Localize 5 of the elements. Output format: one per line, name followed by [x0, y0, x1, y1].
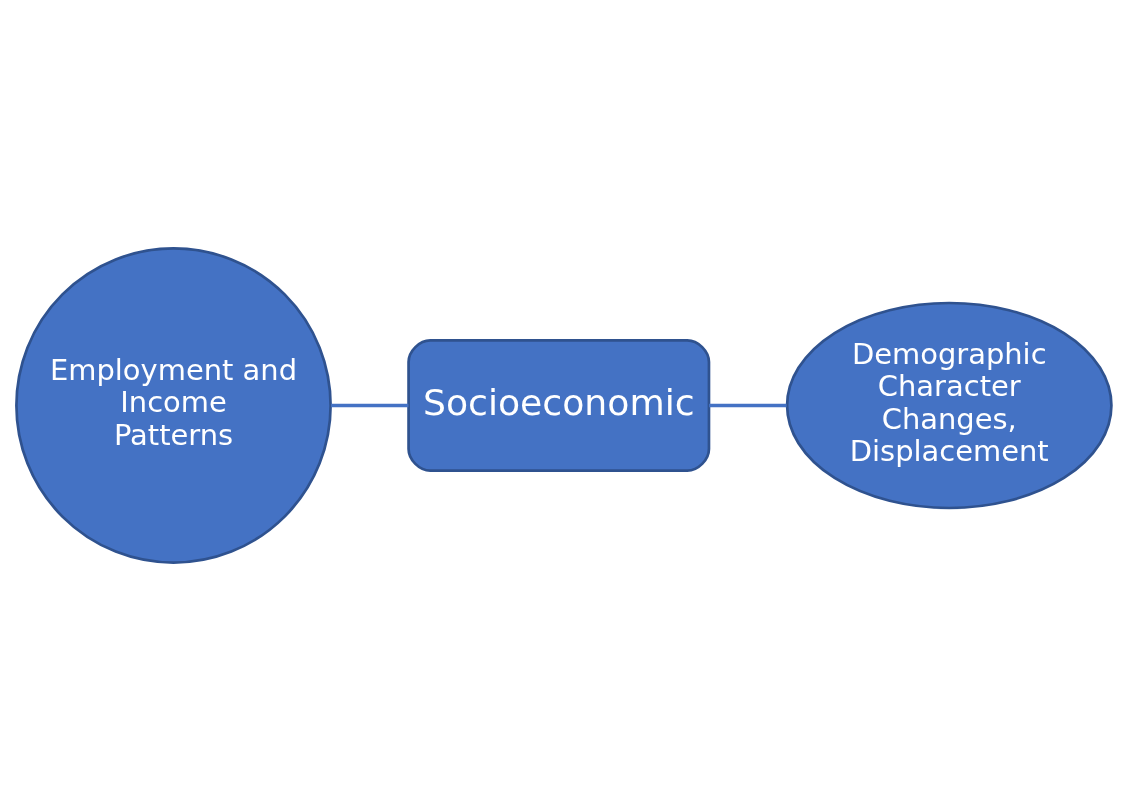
connector [331, 403, 409, 408]
connector [709, 403, 787, 408]
node-ellipse: Demographic Character Changes, Displacement [785, 301, 1113, 510]
node-box: Socioeconomic [407, 339, 711, 472]
node-circle: Employment and Income Patterns [15, 247, 332, 564]
